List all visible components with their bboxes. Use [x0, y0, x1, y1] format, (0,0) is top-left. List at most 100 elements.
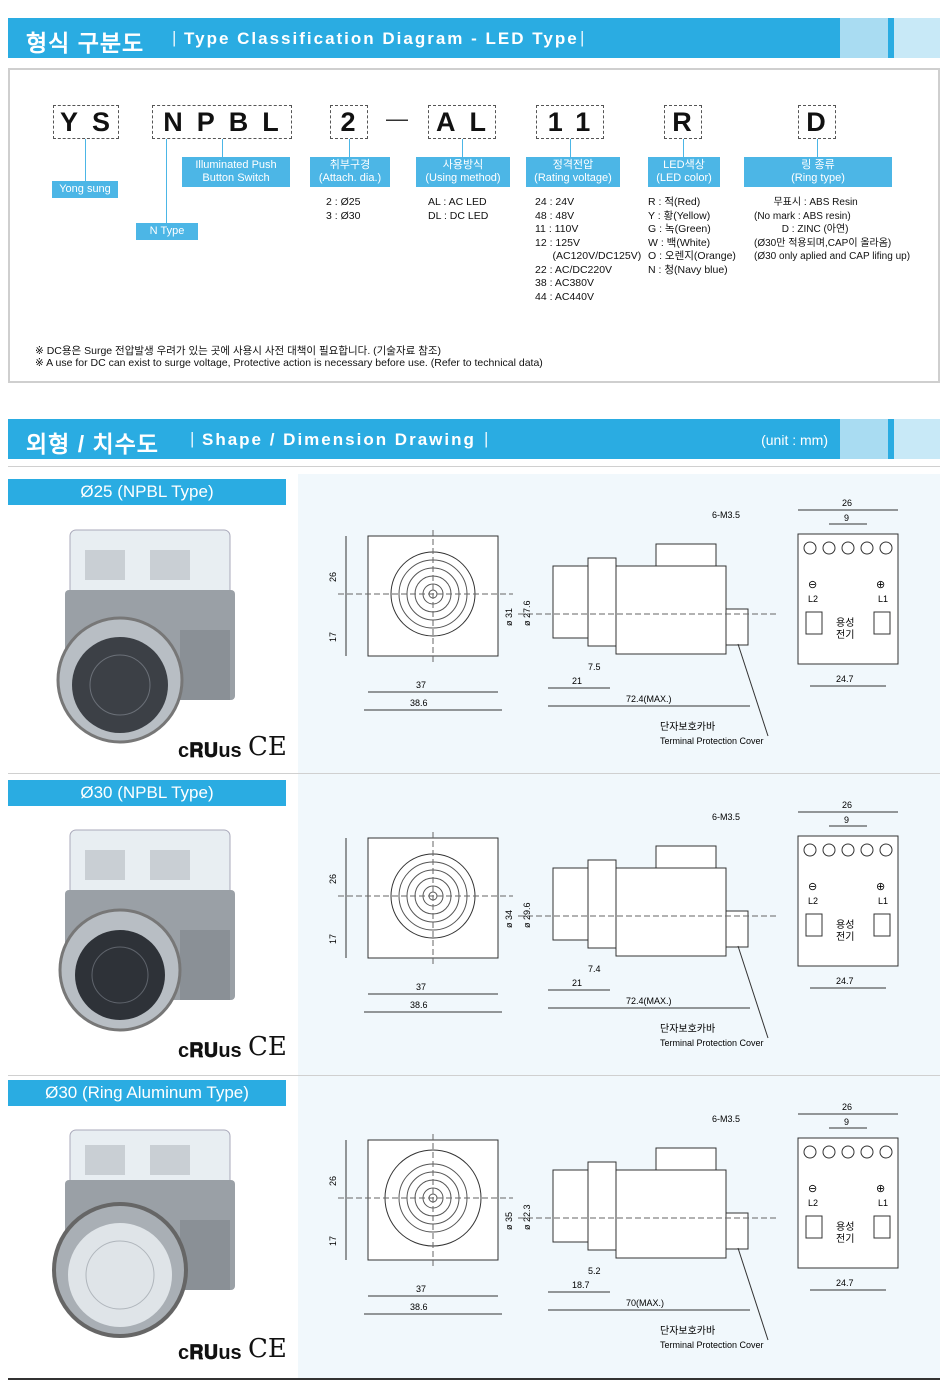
cover-label-ko: 단자보호카바: [660, 721, 715, 733]
side-view-body: [615, 1169, 727, 1259]
dim-label-h-top: 26: [328, 572, 338, 582]
divider: |: [190, 429, 195, 448]
l2-label: L2: [808, 896, 818, 906]
ul-mark: c𝐑𝐔us: [178, 1342, 242, 1364]
label-ring: 링 종류 (Ring type): [744, 157, 892, 187]
side-view-bezel: [587, 859, 617, 949]
l1-label: L1: [878, 1198, 888, 1208]
dim-label-d-total: 72.4(MAX.): [626, 694, 672, 704]
side-view-terminal: [655, 1147, 717, 1171]
header-accent-block: [894, 18, 940, 58]
product-title-2: Ø30 (NPBL Type): [8, 780, 286, 806]
side-view-body: [615, 867, 727, 957]
code-box-rating: 11: [536, 105, 604, 139]
connector-line: [462, 139, 463, 157]
options-using: AL : AC LED DL : DC LED: [428, 196, 489, 222]
l2-label: L2: [808, 594, 818, 604]
terminal-screw: [822, 843, 836, 857]
product-photo-2: [58, 829, 235, 1032]
options-ledcolor: R : 적(Red) Y : 황(Yellow) G : 녹(Green) W …: [648, 196, 736, 276]
terminal-screw: [860, 541, 874, 555]
cover-label-ko: 단자보호카바: [660, 1023, 715, 1035]
terminal-screw: [879, 1145, 893, 1159]
terminal-shape: [150, 550, 190, 580]
label-line: (LED color): [656, 172, 712, 184]
dim-label-t-base: 24.7: [836, 1278, 854, 1288]
terminal-screw: [803, 843, 817, 857]
lens-shape: [68, 1223, 172, 1327]
code-dash: —: [386, 106, 408, 131]
terminal-screw: [860, 1145, 874, 1159]
terminal-block: [805, 611, 823, 635]
dim-label-screw: 6-M3.5: [712, 1114, 740, 1124]
terminal-shape: [85, 550, 125, 580]
dim-label-t-base: 24.7: [836, 674, 854, 684]
terminal-shape: [150, 1145, 190, 1175]
unit-label: (unit : mm): [761, 432, 828, 448]
divider-line: [8, 466, 940, 467]
header-accent-block: [894, 419, 940, 459]
brand-label-2: 전기: [836, 1233, 854, 1245]
plus-symbol: ⊕: [876, 579, 885, 591]
side-view-cover: [725, 608, 749, 646]
label-line: (Using method): [425, 172, 501, 184]
terminal-view-body: [797, 1137, 899, 1269]
dim-label-dia-outer: ø 35: [504, 1212, 514, 1230]
header-accent-block: [840, 18, 888, 58]
connector-line: [570, 139, 571, 157]
code-box-ledcolor: R: [664, 105, 702, 139]
dim-label-dia-outer: ø 31: [504, 608, 514, 626]
lens-shape: [75, 930, 165, 1020]
connector-line: [166, 139, 167, 223]
terminal-screw: [879, 843, 893, 857]
terminal-screw: [879, 541, 893, 555]
terminal-view-body: [797, 533, 899, 665]
terminal-shape: [150, 850, 190, 880]
label-line: 사용방식: [442, 159, 484, 171]
terminal-block: [805, 1215, 823, 1239]
label-line: Illuminated Push: [195, 159, 277, 171]
label-illuminated: Illuminated Push Button Switch: [182, 157, 290, 187]
terminal-block: [873, 1215, 891, 1239]
l1-label: L1: [878, 896, 888, 906]
code-box-using: AL: [428, 105, 496, 139]
connector-line: [349, 139, 350, 157]
connector-line: [222, 139, 223, 157]
cover-label-en: Terminal Protection Cover: [660, 736, 764, 746]
side-view-cover: [725, 1212, 749, 1250]
brand-label-2: 전기: [836, 931, 854, 943]
section-header-shape: 외형 / 치수도 | Shape / Dimension Drawing | (…: [8, 419, 940, 459]
label-line: (Ring type): [791, 172, 845, 184]
dim-label-h-top: 26: [328, 874, 338, 884]
body-side-shape: [180, 1220, 230, 1290]
terminal-block: [805, 913, 823, 937]
brand-label-1: 용성: [836, 1221, 854, 1233]
lens-ring-shape: [89, 654, 151, 716]
divider-line: [8, 773, 940, 774]
brand-label-1: 용성: [836, 919, 854, 931]
lens-ring-shape: [91, 946, 149, 1004]
dim-label-d-mid: 21: [572, 676, 582, 686]
lens-shape: [72, 637, 168, 733]
plus-symbol: ⊕: [876, 881, 885, 893]
dim-label-dia-inner: ø 22.3: [522, 1204, 532, 1230]
code-box-ring: D: [798, 105, 836, 139]
terminal-screw: [803, 541, 817, 555]
dim-label-dia-outer: ø 34: [504, 910, 514, 928]
terminal-shape: [85, 850, 125, 880]
connector-line: [85, 139, 86, 181]
brand-label-1: 용성: [836, 617, 854, 629]
section-title-ko: 형식 구분도: [26, 30, 145, 56]
side-view-cover: [725, 910, 749, 948]
divider: |: [580, 28, 585, 47]
label-line: (Attach. dia.): [318, 172, 382, 184]
label-ledcolor: LED색상 (LED color): [648, 157, 720, 187]
label-line: Button Switch: [202, 172, 270, 184]
dim-label-w-outer: 38.6: [410, 698, 428, 708]
terminal-screw: [841, 843, 855, 857]
minus-symbol: ⊖: [808, 881, 817, 893]
side-view-bezel: [587, 557, 617, 647]
